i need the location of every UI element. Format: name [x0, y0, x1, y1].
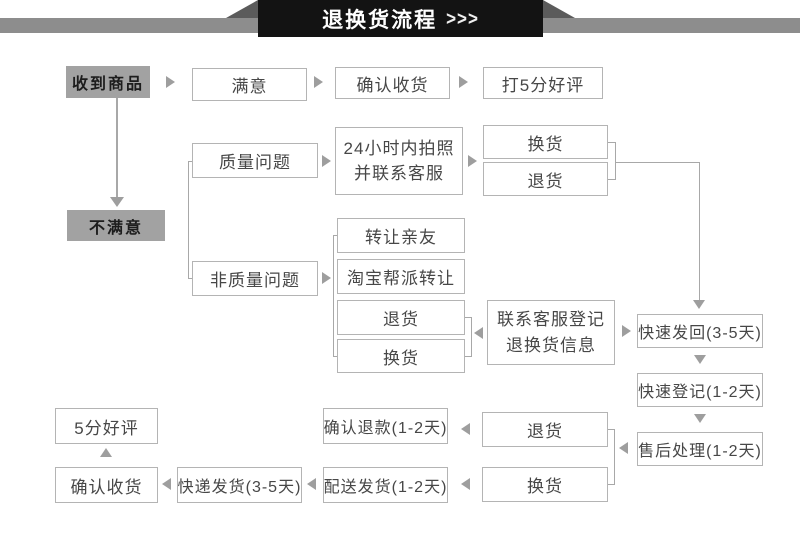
node-return-bottom: 退货	[482, 412, 608, 447]
arrow-left-icon	[162, 478, 171, 490]
arrow-right-icon	[166, 76, 175, 88]
connector-line	[699, 162, 700, 300]
node-contact-customer-service: 联系客服登记 退换货信息	[487, 300, 615, 365]
connector-line	[333, 235, 334, 356]
node-non-quality-issue: 非质量问题	[192, 261, 318, 296]
arrow-left-icon	[619, 442, 628, 454]
arrow-down-icon	[694, 414, 706, 423]
arrow-left-icon	[461, 423, 470, 435]
arrow-right-icon	[468, 155, 477, 167]
connector-line	[188, 161, 192, 162]
header-banner: 退换货流程 >>>	[258, 0, 543, 37]
connector-line	[465, 317, 471, 318]
node-rate-5-stars: 打5分好评	[483, 67, 603, 99]
node-unsatisfied: 不满意	[67, 210, 165, 241]
node-photo-line1: 24小时内拍照	[343, 138, 455, 158]
node-fast-send-back: 快速发回(3-5天)	[637, 314, 763, 348]
connector-line	[614, 429, 615, 485]
node-after-sales-handling: 售后处理(1-2天)	[637, 432, 763, 466]
arrow-left-icon	[474, 327, 483, 339]
connector-line	[116, 98, 118, 198]
arrow-left-icon	[461, 478, 470, 490]
connector-line	[615, 142, 616, 180]
connector-line	[608, 142, 616, 143]
arrow-right-icon	[622, 325, 631, 337]
connector-line	[188, 161, 189, 278]
node-photo-within-24h: 24小时内拍照 并联系客服	[335, 127, 463, 195]
node-exchange-mid: 换货	[337, 339, 465, 373]
node-transfer-to-friends: 转让亲友	[337, 218, 465, 253]
connector-line	[471, 317, 472, 357]
node-contact-line2: 退换货信息	[506, 335, 596, 355]
arrow-up-icon	[100, 448, 112, 457]
node-taobao-group-transfer: 淘宝帮派转让	[337, 259, 465, 294]
arrow-left-icon	[307, 478, 316, 490]
connector-line	[615, 162, 700, 163]
node-confirm-refund: 确认退款(1-2天)	[323, 408, 448, 444]
node-contact-line1: 联系客服登记	[497, 310, 605, 329]
ribbon-fold-left	[226, 0, 258, 18]
arrow-right-icon	[322, 155, 331, 167]
arrow-down-icon	[110, 197, 124, 207]
arrow-right-icon	[459, 76, 468, 88]
connector-line	[333, 235, 338, 236]
arrow-down-icon	[693, 300, 705, 309]
connector-line	[608, 179, 616, 180]
node-delivery-shipping: 配送发货(1-2天)	[323, 467, 448, 503]
arrow-right-icon	[314, 76, 323, 88]
node-confirm-receipt-bottom: 确认收货	[55, 467, 158, 503]
connector-line	[608, 484, 614, 485]
node-fast-register: 快速登记(1-2天)	[637, 373, 763, 407]
ribbon-fold-right	[543, 0, 575, 18]
node-express-shipping: 快递发货(3-5天)	[177, 467, 302, 503]
connector-line	[608, 429, 614, 430]
connector-line	[465, 356, 471, 357]
node-exchange-top: 换货	[483, 125, 608, 159]
arrow-down-icon	[694, 355, 706, 364]
node-satisfied: 满意	[192, 68, 307, 101]
node-return-mid: 退货	[337, 300, 465, 335]
node-exchange-bottom: 换货	[482, 467, 608, 502]
triple-chevron-icon: >>>	[446, 7, 479, 29]
page-title: 退换货流程	[322, 8, 438, 32]
node-rate-good: 5分好评	[55, 408, 158, 444]
connector-line	[333, 356, 338, 357]
node-confirm-receipt-top: 确认收货	[335, 67, 450, 99]
node-return-top: 退货	[483, 162, 608, 196]
connector-line	[188, 278, 192, 279]
node-quality-issue: 质量问题	[192, 143, 318, 178]
arrow-right-icon	[322, 272, 331, 284]
node-photo-line2: 并联系客服	[354, 164, 444, 183]
node-received-goods: 收到商品	[66, 66, 150, 98]
